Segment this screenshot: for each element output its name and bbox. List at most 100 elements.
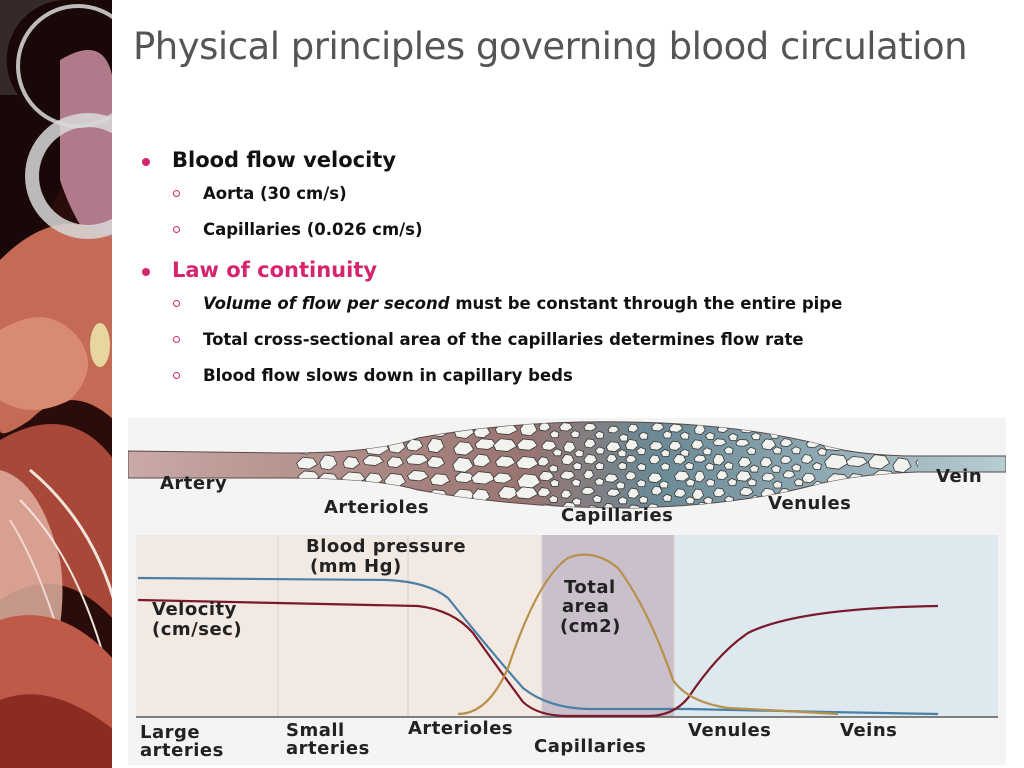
capillary-cell xyxy=(658,480,669,489)
sub-bullet-ring xyxy=(173,336,180,343)
capillary-cell xyxy=(780,455,792,465)
capillary-cell xyxy=(674,470,690,482)
capillary-cell xyxy=(735,438,750,447)
capillary-cell xyxy=(800,454,814,464)
capillary-cell xyxy=(662,430,673,439)
sub-bullet-ring xyxy=(173,372,180,379)
capillary-cell xyxy=(627,487,640,499)
axis-small-arteries-1: Small xyxy=(286,720,345,741)
capillary-cell xyxy=(647,472,663,484)
hemodynamics-graph xyxy=(136,535,998,718)
capillary-cell xyxy=(548,495,559,503)
capillary-cell xyxy=(617,461,628,470)
bullet-blood-flow-velocity: Blood flow velocity xyxy=(140,145,1020,183)
capillary-cell xyxy=(636,479,647,488)
label-vein: Vein xyxy=(936,466,982,487)
capillary-cell xyxy=(636,446,646,455)
sub-bullet-text: Capillaries (0.026 cm/s) xyxy=(203,220,423,239)
capillary-cell xyxy=(386,456,404,468)
capillary-cell xyxy=(735,470,752,482)
capillary-cell xyxy=(790,446,801,455)
capillary-cell xyxy=(538,470,555,482)
capillary-cell xyxy=(685,478,696,487)
capillary-cell xyxy=(494,455,516,468)
capillary-cell xyxy=(668,423,684,433)
bullet-list: Blood flow velocity Aorta (30 cm/s) Capi… xyxy=(140,145,1020,401)
sub-bullet-capillaries: Capillaries (0.026 cm/s) xyxy=(140,219,1020,255)
capillary-cell xyxy=(607,425,620,434)
capillary-cell xyxy=(453,441,475,456)
sub-bullet-volume-of-flow: Volume of flow per second must be consta… xyxy=(140,293,1020,329)
capillary-cell xyxy=(723,461,734,470)
label-artery: Artery xyxy=(160,473,227,494)
capillary-cell xyxy=(537,487,552,498)
label-blood-pressure-unit: (mm Hg) xyxy=(310,556,402,577)
capillary-cell xyxy=(426,455,446,469)
capillary-cell xyxy=(746,446,757,455)
capillary-cell xyxy=(583,438,597,449)
capillary-cell xyxy=(727,478,738,486)
circulation-diagram: Artery Arterioles Capillaries Venules Ve… xyxy=(128,418,1006,765)
capillary-cell xyxy=(727,433,738,441)
capillary-cell xyxy=(615,481,626,490)
bullet-law-of-continuity: Law of continuity xyxy=(140,255,1020,293)
capillary-cell xyxy=(594,446,605,455)
bullet-text: Law of continuity xyxy=(172,258,378,282)
capillary-cell xyxy=(892,457,912,473)
capillary-cell xyxy=(296,456,318,470)
capillary-cell xyxy=(583,453,598,465)
capillary-cell xyxy=(748,464,759,473)
capillary-cell xyxy=(472,453,492,468)
capillary-cell xyxy=(816,447,827,456)
axis-veins: Veins xyxy=(840,720,897,741)
capillary-cell xyxy=(845,456,869,467)
capillary-cell xyxy=(713,487,726,498)
capillary-cell xyxy=(570,478,581,487)
capillary-cell xyxy=(549,478,560,487)
capillary-cell xyxy=(704,462,715,471)
capillary-cell xyxy=(606,488,621,497)
capillary-cell xyxy=(651,485,663,496)
capillary-cell xyxy=(594,477,605,486)
capillary-cell xyxy=(712,453,726,466)
capillary-cell xyxy=(605,441,622,453)
capillary-cell xyxy=(560,470,576,480)
axis-arterioles: Arterioles xyxy=(408,718,513,739)
axis-small-arteries-2: arteries xyxy=(286,738,370,759)
capillary-cell xyxy=(362,455,385,466)
axis-venules: Venules xyxy=(688,720,771,741)
capillary-cell xyxy=(723,446,734,455)
capillary-cell xyxy=(716,470,729,481)
capillary-cell xyxy=(759,456,773,468)
capillary-cell xyxy=(583,469,595,480)
graph-gridlines xyxy=(277,535,675,717)
sub-bullet-flow-slows: Blood flow slows down in capillary beds xyxy=(140,365,1020,401)
capillary-cell xyxy=(791,463,802,472)
label-total-area-2: area xyxy=(562,596,609,617)
capillary-cell xyxy=(603,502,615,508)
capillary-cell xyxy=(761,472,776,482)
capillary-cell xyxy=(516,438,538,451)
capillary-cell xyxy=(516,473,541,489)
sub-bullet-italic-text: Volume of flow per second xyxy=(203,294,450,313)
capillary-cell xyxy=(616,449,627,458)
capillary-cell xyxy=(779,438,793,448)
capillary-cell xyxy=(572,461,583,470)
axis-capillaries: Capillaries xyxy=(534,736,646,757)
capillary-cell xyxy=(801,472,816,484)
capillary-cell xyxy=(662,493,673,502)
sub-bullet-text: Aorta (30 cm/s) xyxy=(203,184,347,203)
capillary-cell xyxy=(693,454,707,463)
capillary-cell xyxy=(738,456,752,468)
capillary-cell xyxy=(594,430,605,439)
capillary-cell xyxy=(692,488,705,501)
sub-bullet-ring xyxy=(173,190,180,197)
label-velocity: Velocity xyxy=(152,599,237,620)
capillary-cell xyxy=(625,471,637,481)
capillary-cell xyxy=(702,447,713,456)
capillary-cell xyxy=(679,431,690,440)
capillary-cell xyxy=(429,473,451,486)
capillary-cell xyxy=(739,486,754,496)
capillary-cell xyxy=(625,438,639,451)
